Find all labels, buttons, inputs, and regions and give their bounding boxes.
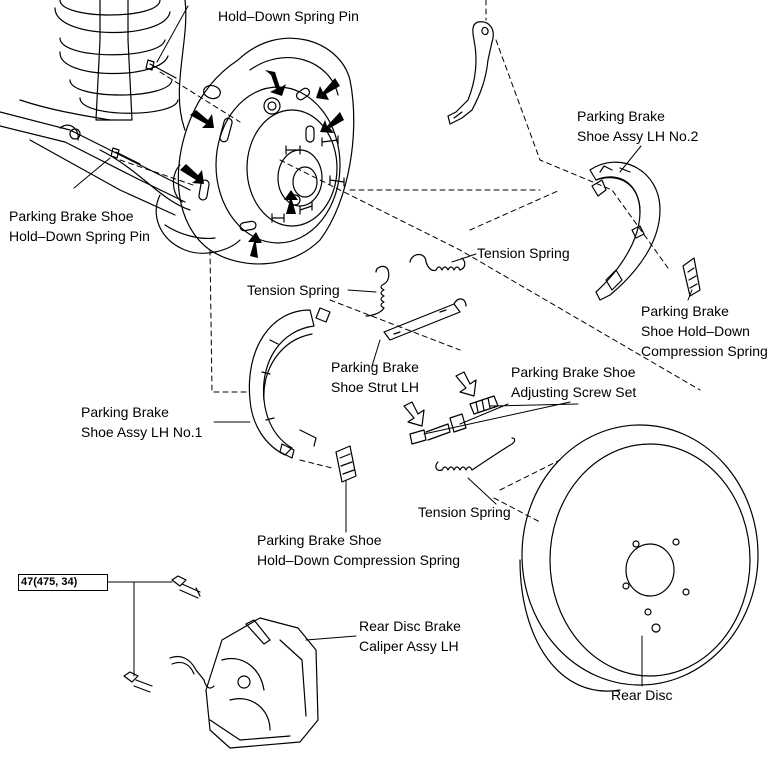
label-line: Rear Disc — [611, 687, 673, 703]
label-rear-disc: Rear Disc — [611, 685, 672, 705]
label-line: Parking Brake Shoe — [511, 364, 636, 380]
label-hold-down-spring-pin-top: Hold–Down Spring Pin — [218, 6, 359, 26]
label-tension-spring-left: Tension Spring — [247, 280, 340, 300]
label-line: Caliper Assy LH — [359, 638, 459, 654]
shoe-strut-art — [383, 298, 467, 341]
shoe-lh-no1-art — [248, 307, 331, 459]
coil-spring-art — [54, 0, 187, 131]
assembly-lines — [119, 0, 701, 523]
parking-brake-lever-art — [447, 21, 494, 125]
backing-plate-art — [155, 37, 355, 265]
label-hold-down-compression-spring-bottom: Parking Brake Shoe Hold–Down Compression… — [257, 530, 460, 570]
label-line: Hold–Down Spring Pin — [218, 8, 359, 24]
label-line: Rear Disc Brake — [359, 618, 461, 634]
open-arrows — [403, 371, 477, 427]
label-line: Compression Spring — [641, 343, 768, 359]
label-line: Parking Brake Shoe — [9, 208, 134, 224]
label-line: Shoe Hold–Down — [641, 323, 750, 339]
label-line: Parking Brake — [577, 108, 665, 124]
shoe-lh-no2-art — [589, 161, 661, 301]
caliper-art — [169, 617, 319, 749]
axle-arm-art — [0, 99, 191, 216]
label-adjusting-screw-set: Parking Brake Shoe Adjusting Screw Set — [511, 362, 636, 402]
tension-springs-art — [365, 253, 516, 471]
label-shoe-assy-lh-no2: Parking Brake Shoe Assy LH No.2 — [577, 106, 698, 146]
label-hold-down-spring-pin-left: Parking Brake Shoe Hold–Down Spring Pin — [9, 206, 150, 246]
hold-down-pins — [110, 59, 177, 165]
label-line: Parking Brake — [331, 359, 419, 375]
compression-spring-right-art — [682, 257, 701, 297]
label-line: Tension Spring — [477, 245, 570, 261]
label-line: Tension Spring — [247, 282, 340, 298]
label-tension-spring-bottom: Tension Spring — [418, 502, 511, 522]
label-line: Parking Brake Shoe — [257, 532, 382, 548]
label-shoe-assy-lh-no1: Parking Brake Shoe Assy LH No.1 — [81, 402, 202, 442]
label-line: Parking Brake — [81, 404, 169, 420]
label-caliper-assy-lh: Rear Disc Brake Caliper Assy LH — [359, 616, 461, 656]
label-line: Parking Brake — [641, 303, 729, 319]
label-tension-spring-top: Tension Spring — [477, 243, 570, 263]
hub-studs — [271, 135, 345, 223]
label-line: Adjusting Screw Set — [511, 384, 637, 400]
label-line: Shoe Strut LH — [331, 379, 419, 395]
indicator-arrows — [180, 70, 344, 258]
label-line: Shoe Assy LH No.2 — [577, 128, 699, 144]
bolts-art — [123, 575, 201, 693]
label-line: Hold–Down Compression Spring — [257, 552, 461, 568]
torque-spec-box: 47(475, 34) — [18, 574, 108, 591]
leader-lines — [73, 5, 693, 687]
label-line: Tension Spring — [418, 504, 511, 520]
label-line: Shoe Assy LH No.1 — [81, 424, 203, 440]
label-shoe-strut-lh: Parking Brake Shoe Strut LH — [331, 357, 419, 397]
rear-disc-art — [519, 424, 759, 692]
label-line: Hold–Down Spring Pin — [9, 228, 150, 244]
compression-spring-bottom-art — [335, 445, 357, 483]
label-shoe-hold-down-compression-spring-right: Parking Brake Shoe Hold–Down Compression… — [641, 301, 768, 361]
